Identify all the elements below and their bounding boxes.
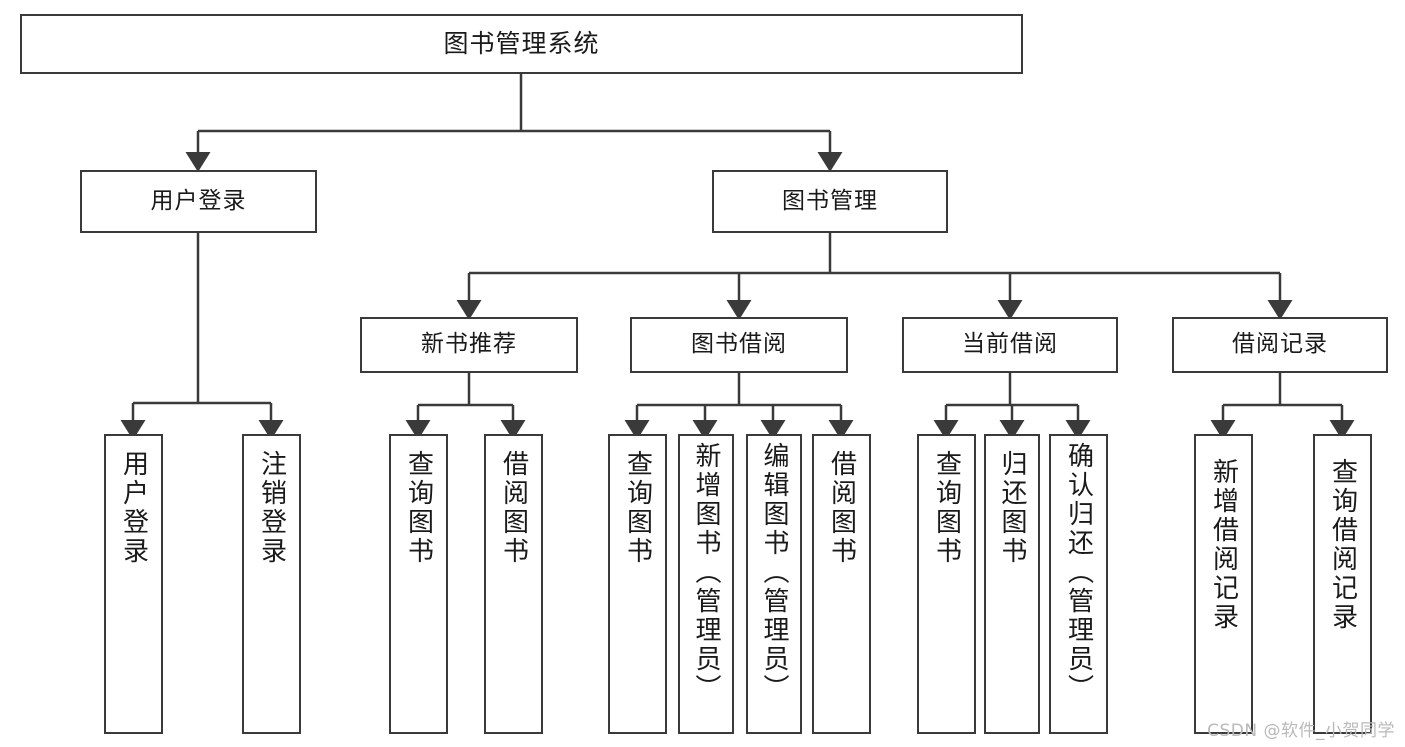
leaf-book-borrow-add[interactable]: 新增图书（管理员） [678, 434, 734, 734]
leaf-current-borrow-return[interactable]: 归还图书 [984, 434, 1040, 734]
watermark: CSDN @软件_小贺同学 [1207, 721, 1395, 741]
leaf-new-book-borrow[interactable]: 借阅图书 [484, 434, 543, 734]
leaf-current-borrow-confirm-return[interactable]: 确认归还（管理员） [1049, 434, 1108, 734]
leaf-book-borrow-query[interactable]: 查询图书 [608, 434, 667, 734]
node-new-book-recommend[interactable]: 新书推荐 [360, 317, 578, 373]
node-book-borrow[interactable]: 图书借阅 [630, 317, 848, 373]
node-user-login-label: 用户登录 [150, 187, 247, 214]
node-book-borrow-label: 图书借阅 [691, 331, 787, 358]
leaf-current-borrow-query[interactable]: 查询图书 [917, 434, 976, 734]
leaf-label: 借阅图书 [826, 450, 857, 566]
node-current-borrow-label: 当前借阅 [962, 331, 1058, 358]
leaf-book-borrow-edit[interactable]: 编辑图书（管理员） [746, 434, 802, 734]
leaf-label: 用户登录 [118, 450, 149, 566]
node-root-label: 图书管理系统 [443, 29, 600, 59]
leaf-borrow-record-add[interactable]: 新增借阅记录 [1194, 434, 1253, 734]
leaf-label: 新增图书（管理员） [691, 442, 721, 703]
leaf-label: 查询图书 [622, 450, 653, 566]
leaf-new-book-query[interactable]: 查询图书 [389, 434, 448, 734]
node-book-management[interactable]: 图书管理 [712, 170, 948, 233]
node-borrow-record[interactable]: 借阅记录 [1172, 317, 1388, 373]
leaf-label: 查询借阅记录 [1327, 458, 1358, 632]
leaf-label: 确认归还（管理员） [1063, 442, 1094, 703]
leaf-label: 查询图书 [931, 450, 962, 566]
node-user-login[interactable]: 用户登录 [80, 170, 317, 233]
node-current-borrow[interactable]: 当前借阅 [902, 317, 1118, 373]
leaf-label: 新增借阅记录 [1208, 458, 1239, 632]
leaf-label: 借阅图书 [498, 450, 529, 566]
leaf-user-login-login[interactable]: 用户登录 [104, 434, 163, 734]
leaf-label: 查询图书 [403, 450, 434, 566]
leaf-borrow-record-query[interactable]: 查询借阅记录 [1313, 434, 1372, 734]
leaf-label: 注销登录 [256, 450, 287, 566]
node-borrow-record-label: 借阅记录 [1232, 331, 1328, 358]
node-root[interactable]: 图书管理系统 [20, 14, 1023, 74]
node-book-management-label: 图书管理 [782, 187, 878, 214]
node-new-book-recommend-label: 新书推荐 [421, 331, 517, 358]
leaf-label: 归还图书 [997, 450, 1027, 566]
leaf-label: 编辑图书（管理员） [759, 442, 789, 703]
leaf-user-login-logout[interactable]: 注销登录 [242, 434, 301, 734]
leaf-book-borrow-borrow[interactable]: 借阅图书 [812, 434, 871, 734]
